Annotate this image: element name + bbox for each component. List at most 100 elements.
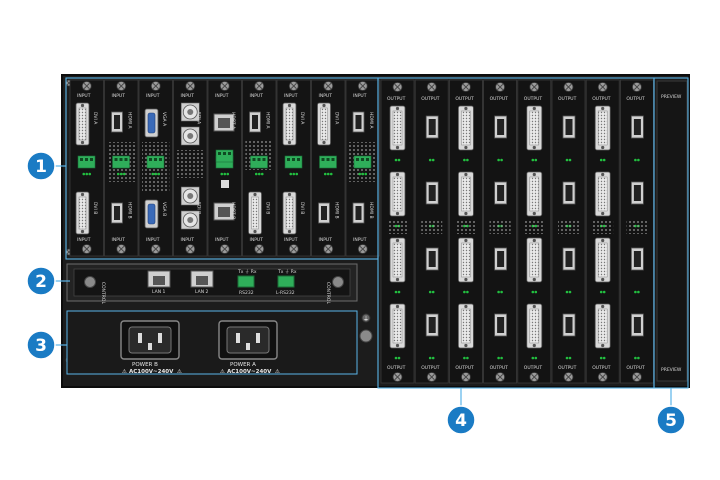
- hdmi-port[interactable]: [562, 115, 576, 139]
- rj45-port[interactable]: [213, 113, 235, 132]
- screw-icon: [632, 372, 642, 382]
- screw-icon: [150, 81, 161, 91]
- rs232-terminal[interactable]: [237, 275, 255, 288]
- input-bottom-label: INPUT: [146, 237, 160, 243]
- dvi-port[interactable]: [282, 102, 297, 146]
- dvi-port[interactable]: [317, 102, 331, 146]
- input-top-label: INPUT: [77, 93, 91, 99]
- hdmi-port[interactable]: [352, 202, 365, 224]
- lrs232-label: L-RS232: [276, 290, 295, 296]
- hdmi-port[interactable]: [631, 181, 644, 205]
- led-icon: [602, 356, 606, 360]
- led-icon: [85, 172, 89, 176]
- dvi-port[interactable]: [526, 303, 543, 349]
- terminal-block[interactable]: [112, 155, 130, 169]
- terminal-block[interactable]: [146, 155, 165, 169]
- rs232-pin-label: Tx ⏚ Rx: [237, 268, 257, 275]
- terminal-block[interactable]: [353, 155, 372, 169]
- led-icon: [323, 172, 327, 176]
- dvi-port[interactable]: [594, 171, 611, 217]
- svg-text:3: 3: [35, 336, 47, 356]
- led-icon: [637, 290, 640, 294]
- dvi-port[interactable]: [389, 105, 406, 151]
- hdmi-port[interactable]: [562, 181, 576, 205]
- hdmi-port[interactable]: [318, 202, 330, 224]
- output-section: OUTPUTOUTPUTOUTPUTOUTPUTOUTPUTOUTPUTOUTP…: [380, 79, 654, 384]
- hdmi-port[interactable]: [111, 111, 123, 133]
- dvi-port[interactable]: [389, 303, 406, 349]
- rj45-port[interactable]: [213, 202, 235, 221]
- dvi-port[interactable]: [457, 105, 474, 151]
- hdmi-port[interactable]: [494, 313, 508, 337]
- bnc-port[interactable]: [180, 102, 200, 122]
- terminal-block[interactable]: [250, 155, 268, 169]
- hdmi-port[interactable]: [494, 247, 508, 271]
- dvi-port[interactable]: [594, 105, 611, 151]
- dvi-port[interactable]: [75, 102, 90, 146]
- dvi-port[interactable]: [457, 171, 474, 217]
- dvi-port[interactable]: [457, 303, 474, 349]
- vga-port[interactable]: [144, 108, 159, 138]
- dvi-port[interactable]: [75, 191, 90, 235]
- screw-icon: [357, 81, 368, 91]
- lrs232-terminal[interactable]: [277, 275, 295, 288]
- dvi-port[interactable]: [526, 105, 543, 151]
- bnc-port[interactable]: [180, 186, 200, 206]
- control-label-left: CONTROL: [100, 282, 106, 304]
- warning-icon: ⚠: [220, 369, 225, 375]
- led-icon: [497, 290, 500, 294]
- output-bottom-label: OUTPUT: [524, 365, 543, 371]
- hdmi-port[interactable]: [631, 313, 644, 337]
- power-a-rating: AC100V~240V: [227, 369, 272, 375]
- screw-icon: [460, 372, 471, 382]
- hdmi-port[interactable]: [352, 111, 365, 133]
- hdmi-port[interactable]: [562, 313, 576, 337]
- led-icon: [326, 172, 330, 176]
- input-port-b-label: SDI B: [196, 202, 202, 214]
- bnc-port[interactable]: [180, 126, 200, 146]
- hdmi-port[interactable]: [631, 247, 644, 271]
- hdmi-port[interactable]: [425, 313, 439, 337]
- vent-holes: [455, 220, 477, 234]
- led-icon: [431, 158, 435, 162]
- led-icon: [565, 290, 569, 294]
- led-icon: [463, 356, 466, 360]
- input-top-label: INPUT: [146, 93, 160, 99]
- dvi-port[interactable]: [594, 303, 611, 349]
- hdmi-port[interactable]: [425, 247, 439, 271]
- bnc-port[interactable]: [180, 210, 200, 230]
- vga-port[interactable]: [144, 199, 159, 229]
- screw-icon: [81, 244, 92, 254]
- hdmi-port[interactable]: [425, 115, 439, 139]
- input-port-a-label: DVI A: [92, 112, 98, 125]
- terminal-block[interactable]: [284, 155, 303, 169]
- hdmi-port[interactable]: [562, 247, 576, 271]
- output-bottom-label: OUTPUT: [558, 365, 577, 371]
- dvi-port[interactable]: [282, 191, 297, 235]
- hdmi-port[interactable]: [111, 202, 123, 224]
- hdmi-port[interactable]: [249, 111, 261, 133]
- dvi-port[interactable]: [526, 237, 543, 283]
- preview-top-label: PREVIEW: [661, 94, 682, 100]
- dvi-port[interactable]: [594, 237, 611, 283]
- dvi-port[interactable]: [526, 171, 543, 217]
- input-port-b-label: VGA B: [161, 202, 167, 216]
- dvi-port[interactable]: [248, 191, 262, 235]
- hdmi-port[interactable]: [425, 181, 439, 205]
- terminal-block[interactable]: [77, 155, 96, 169]
- hdmi-port[interactable]: [494, 115, 508, 139]
- hdmi-port[interactable]: [494, 181, 508, 205]
- terminal-block[interactable]: [215, 149, 234, 163]
- dvi-port[interactable]: [389, 237, 406, 283]
- dvi-port[interactable]: [457, 237, 474, 283]
- input-top-label: INPUT: [215, 93, 229, 99]
- terminal-block[interactable]: [319, 155, 337, 169]
- hdmi-port[interactable]: [631, 115, 644, 139]
- vent-holes: [421, 220, 443, 234]
- dvi-port[interactable]: [389, 171, 406, 217]
